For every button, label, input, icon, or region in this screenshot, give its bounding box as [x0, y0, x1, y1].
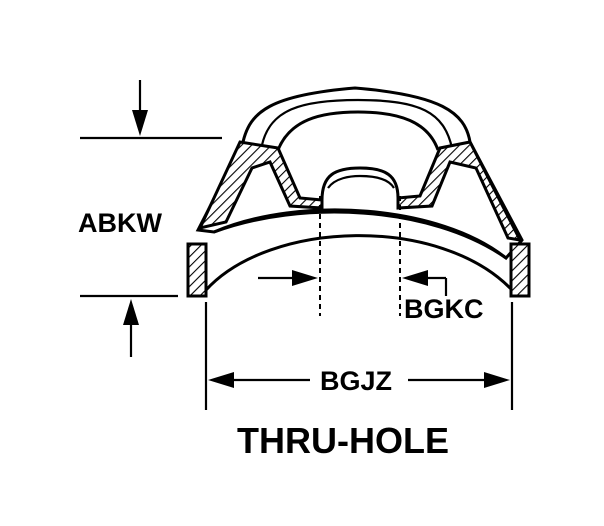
bgjz-right-arrowhead	[484, 372, 510, 388]
grommet-part	[186, 86, 531, 316]
abkw-top-arrowhead	[132, 110, 148, 136]
grommet-top-recess	[260, 98, 454, 149]
inner-bore-top	[320, 166, 400, 201]
bgkc-right-arrowhead	[402, 270, 428, 286]
bgkc-label: BGKC	[404, 294, 484, 324]
grommet-inner-cup	[276, 110, 440, 151]
abkw-label: ABKW	[78, 208, 162, 238]
left-hatched-wall	[197, 140, 324, 231]
lower-flange-curve	[204, 234, 514, 292]
dimension-abkw: ABKW	[78, 80, 222, 357]
dimension-bgkc: BGKC	[258, 270, 484, 324]
abkw-bottom-arrowhead	[123, 299, 139, 325]
diagram-caption: THRU-HOLE	[237, 420, 449, 461]
bgjz-left-arrowhead	[208, 372, 234, 388]
bgjz-label: BGJZ	[320, 366, 392, 396]
left-flange-block	[186, 242, 208, 298]
bgkc-left-arrowhead	[292, 270, 318, 286]
inner-bore-ring	[327, 174, 395, 189]
grommet-outer-shell	[195, 86, 524, 261]
right-flange-block	[509, 242, 531, 298]
dimension-bgjz: BGJZ	[204, 302, 514, 410]
right-hatched-wall	[396, 140, 523, 242]
lower-flange-edge	[213, 210, 507, 260]
